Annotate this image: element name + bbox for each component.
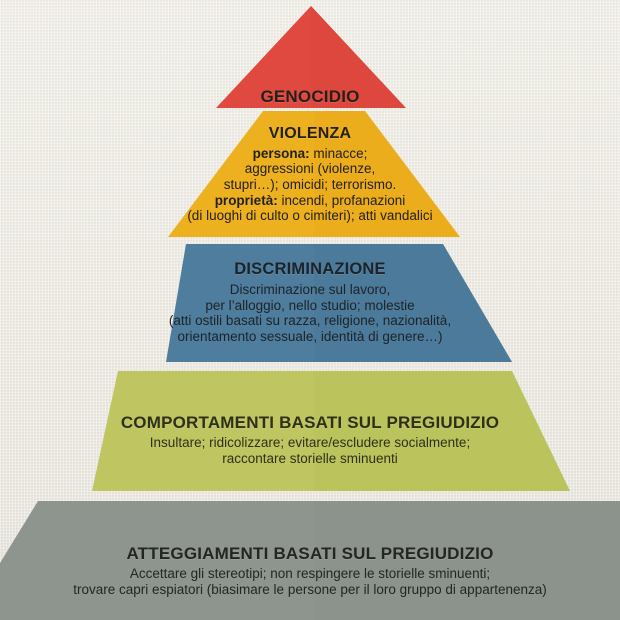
- violenza-body: persona: minacce; aggressioni (violenze,…: [187, 146, 432, 224]
- genocidio-title: GENOCIDIO: [260, 86, 360, 106]
- atteggiamenti-line-1: Accettare gli stereotipi; non respingere…: [129, 566, 491, 582]
- comportamenti-line-2: raccontare storielle sminuenti: [222, 450, 398, 466]
- discriminazione-trapezoid-shape: [166, 244, 512, 362]
- violenza-text-4: incendi, profanazioni: [277, 192, 406, 208]
- pyramid-level-discriminazione: DISCRIMINAZIONE Discriminazione sul lavo…: [0, 244, 620, 362]
- comportamenti-trapezoid-shape: [92, 371, 570, 491]
- atteggiamenti-title: ATTEGGIAMENTI BASATI SUL PREGIUDIZIO: [126, 544, 494, 564]
- violenza-line-4: proprietà: incendi, profanazioni: [187, 193, 432, 209]
- violenza-line-3: stupri…); omicidi; terrorismo.: [223, 177, 397, 193]
- atteggiamenti-body: Accettare gli stereotipi; non respingere…: [73, 566, 547, 597]
- pyramid-level-comportamenti: COMPORTAMENTI BASATI SUL PREGIUDIZIO Ins…: [0, 371, 620, 491]
- atteggiamenti-trapezoid-shape: [0, 501, 620, 620]
- discriminazione-body: Discriminazione sul lavoro, per l’allogg…: [169, 282, 451, 345]
- pyramid-level-violenza: VIOLENZA persona: minacce; aggressioni (…: [0, 111, 620, 237]
- comportamenti-line-1: Insultare; ridicolizzare; evitare/esclud…: [149, 434, 471, 450]
- discriminazione-title: DISCRIMINAZIONE: [234, 260, 386, 279]
- violenza-line-5: (di luoghi di culto o cimiteri); atti va…: [187, 208, 433, 224]
- discriminazione-line-2: per l’alloggio, nello studio; molestie: [205, 297, 415, 313]
- genocidio-triangle-shape: [216, 6, 406, 108]
- comportamenti-title: COMPORTAMENTI BASATI SUL PREGIUDIZIO: [120, 412, 500, 432]
- discriminazione-line-3: (atti ostili basati su razza, religione,…: [168, 313, 452, 329]
- pyramid-level-genocidio: GENOCIDIO: [0, 6, 620, 108]
- violenza-title: VIOLENZA: [268, 124, 352, 142]
- violenza-lead-4: proprietà:: [214, 192, 278, 208]
- violenza-line-2: aggressioni (violenze,: [244, 161, 376, 177]
- violenza-text-1: minacce;: [309, 145, 368, 161]
- discriminazione-line-1: Discriminazione sul lavoro,: [229, 281, 391, 297]
- atteggiamenti-line-2: trovare capri espiatori (biasimare le pe…: [73, 582, 547, 597]
- comportamenti-body: Insultare; ridicolizzare; evitare/esclud…: [150, 435, 470, 466]
- pyramid-level-atteggiamenti: ATTEGGIAMENTI BASATI SUL PREGIUDIZIO Acc…: [0, 501, 620, 620]
- violenza-line-1: persona: minacce;: [187, 146, 432, 162]
- violenza-lead-1: persona:: [252, 145, 310, 161]
- discriminazione-line-4: orientamento sessuale, identità di gener…: [177, 328, 443, 344]
- violenza-trapezoid-shape: [168, 111, 460, 237]
